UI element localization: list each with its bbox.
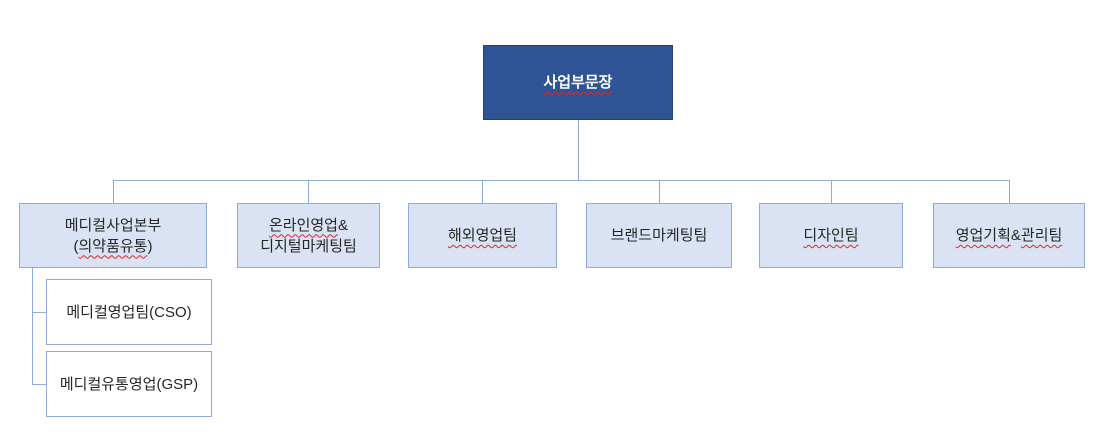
connector-branch-vertical	[32, 268, 33, 384]
org-node-label: 메디컬영업팀(CSO)	[66, 302, 191, 323]
misspelled-text-run: 관리팀	[1020, 227, 1063, 244]
org-node-brand-marketing[interactable]: 브랜드마케팅팀	[586, 203, 732, 268]
org-node-sales-planning-management[interactable]: 영업기획&관리팀	[933, 203, 1085, 268]
text-run: &	[338, 216, 349, 234]
misspelled-text-run: 디자인팀	[803, 227, 859, 244]
connector-drop-dept-2	[482, 180, 483, 203]
org-node-medical-distribution-gsp[interactable]: 메디컬유통영업(GSP)	[46, 351, 212, 417]
connector-drop-dept-1	[308, 180, 309, 203]
connector-drop-dept-4	[831, 180, 832, 203]
org-node-label-line2: 디지털마케팅팀	[260, 236, 357, 257]
connector-drop-dept-5	[1009, 180, 1010, 203]
org-node-label: 메디컬유통영업(GSP)	[60, 374, 198, 395]
text-run: 메디컬유통영업(GSP)	[59, 375, 199, 393]
org-node-label-line2: (의약품유통)	[73, 236, 152, 257]
org-node-label-line1: 해외영업팀	[448, 225, 517, 246]
misspelled-text-run: 사업부문장	[543, 74, 613, 91]
connector-elbow-child-1	[32, 384, 46, 385]
org-node-design[interactable]: 디자인팀	[759, 203, 903, 268]
org-node-overseas-sales[interactable]: 해외영업팀	[408, 203, 557, 268]
text-run: 메디컬영업팀(CSO)	[66, 303, 192, 321]
org-node-label-line1: 디자인팀	[803, 225, 858, 246]
text-run: )	[147, 237, 153, 255]
org-node-label-line1: 온라인영업&	[269, 215, 348, 236]
connector-drop-dept-3	[659, 180, 660, 203]
connector-root-drop	[578, 120, 579, 180]
org-node-label-line1: 브랜드마케팅팀	[611, 225, 708, 246]
connector-elbow-child-0	[32, 312, 46, 313]
org-node-online-digital-marketing[interactable]: 온라인영업& 디지털마케팅팀	[237, 203, 380, 268]
org-node-label-line1: 메디컬사업본부	[65, 215, 162, 236]
text-run: 디지털마케팅팀	[260, 237, 357, 255]
misspelled-text-run: 온라인영업	[268, 216, 338, 234]
org-node-root-label: 사업부문장	[543, 72, 612, 93]
org-node-label-line1: 영업기획&관리팀	[956, 225, 1063, 246]
misspelled-text-run: 영업기획	[955, 227, 1011, 244]
misspelled-text-run: 해외영업팀	[447, 227, 517, 244]
text-run: 브랜드마케팅팀	[610, 227, 708, 244]
connector-drop-dept-0	[113, 180, 114, 203]
text-run: &	[1010, 227, 1021, 244]
org-node-medical-business-hq[interactable]: 메디컬사업본부 (의약품유통)	[19, 203, 207, 268]
text-run: (	[73, 237, 79, 255]
connector-main-horizontal	[113, 180, 1009, 181]
org-node-medical-sales-cso[interactable]: 메디컬영업팀(CSO)	[46, 279, 212, 345]
misspelled-text-run: 의약품유통	[78, 237, 148, 255]
org-node-root[interactable]: 사업부문장	[483, 45, 673, 120]
text-run: 메디컬사업본부	[64, 216, 162, 234]
